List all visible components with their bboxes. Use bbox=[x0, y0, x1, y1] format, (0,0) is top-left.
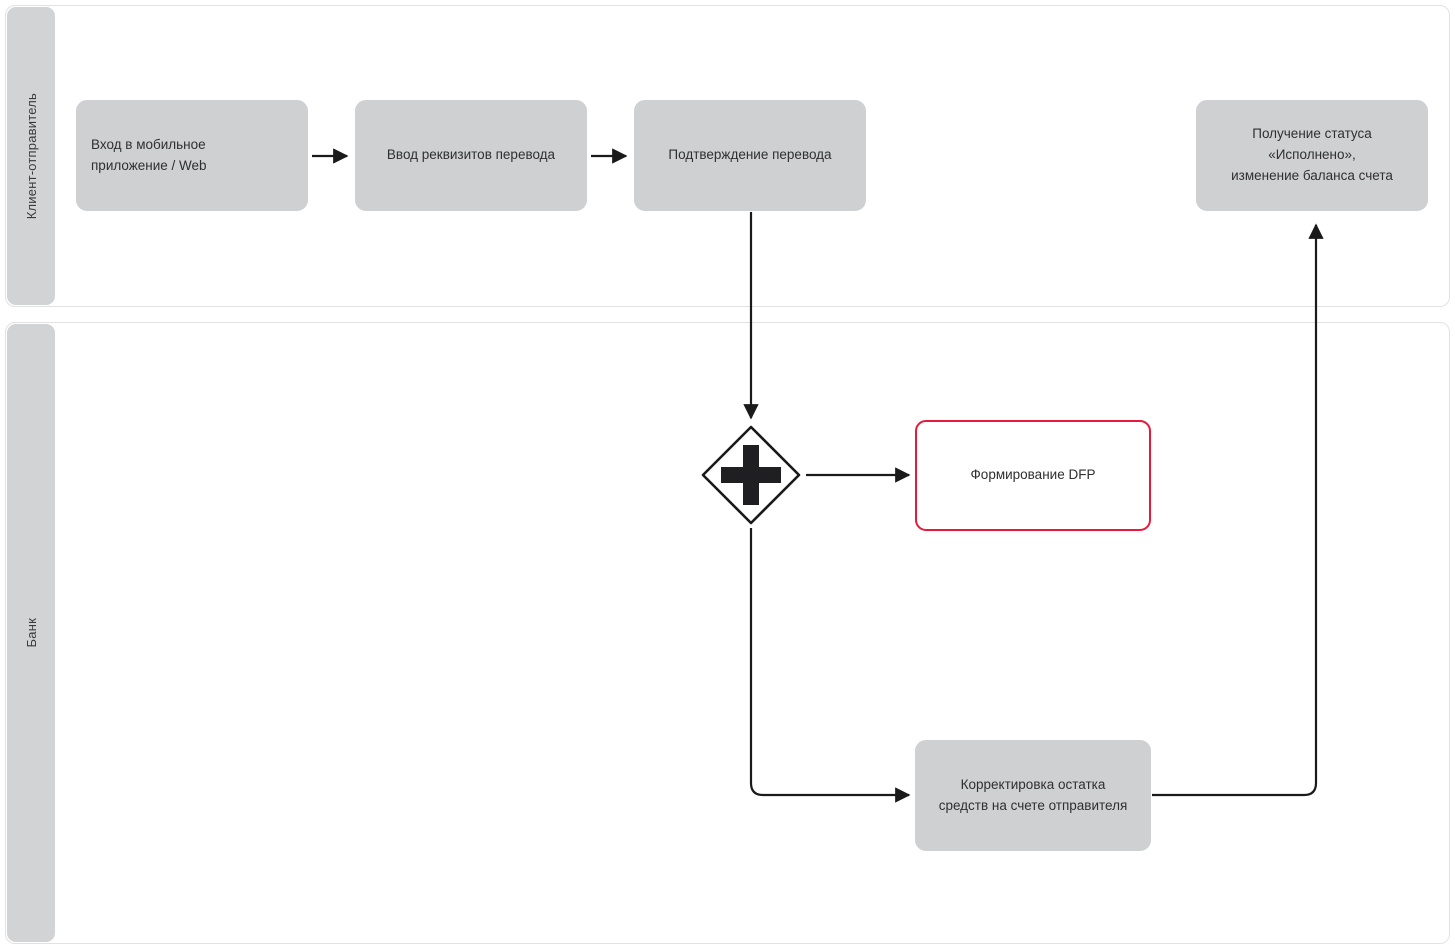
task-form-dfp[interactable]: Формирование DFP bbox=[915, 420, 1151, 531]
lane-header-bank: Банк bbox=[7, 324, 55, 942]
task-form-dfp-label: Формирование DFP bbox=[970, 467, 1096, 483]
task-login[interactable]: Вход в мобильное приложение / Web bbox=[76, 100, 308, 211]
task-receive-status[interactable]: Получение статуса «Исполнено», изменение… bbox=[1196, 100, 1428, 211]
lane-header-client-sender: Клиент-отправитель bbox=[7, 7, 55, 305]
task-receive-status-label: Получение статуса «Исполнено», изменение… bbox=[1231, 126, 1393, 183]
task-enter-details-label: Ввод реквизитов перевода bbox=[386, 147, 556, 163]
lane-label-client-sender: Клиент-отправитель bbox=[23, 92, 39, 220]
task-login-label: Вход в мобильное приложение / Web bbox=[91, 136, 207, 173]
task-enter-details[interactable]: Ввод реквизитов перевода bbox=[355, 100, 587, 211]
task-adjust-balance-label: Корректировка остатка средств на счете о… bbox=[938, 776, 1128, 813]
lane-bank bbox=[5, 322, 1450, 944]
plus-icon bbox=[721, 445, 781, 505]
task-adjust-balance[interactable]: Корректировка остатка средств на счете о… bbox=[915, 740, 1151, 851]
lane-label-bank: Банк bbox=[23, 618, 39, 648]
task-confirm-transfer-label: Подтверждение перевода bbox=[668, 147, 832, 163]
task-confirm-transfer[interactable]: Подтверждение перевода bbox=[634, 100, 866, 211]
parallel-gateway[interactable] bbox=[698, 422, 804, 528]
